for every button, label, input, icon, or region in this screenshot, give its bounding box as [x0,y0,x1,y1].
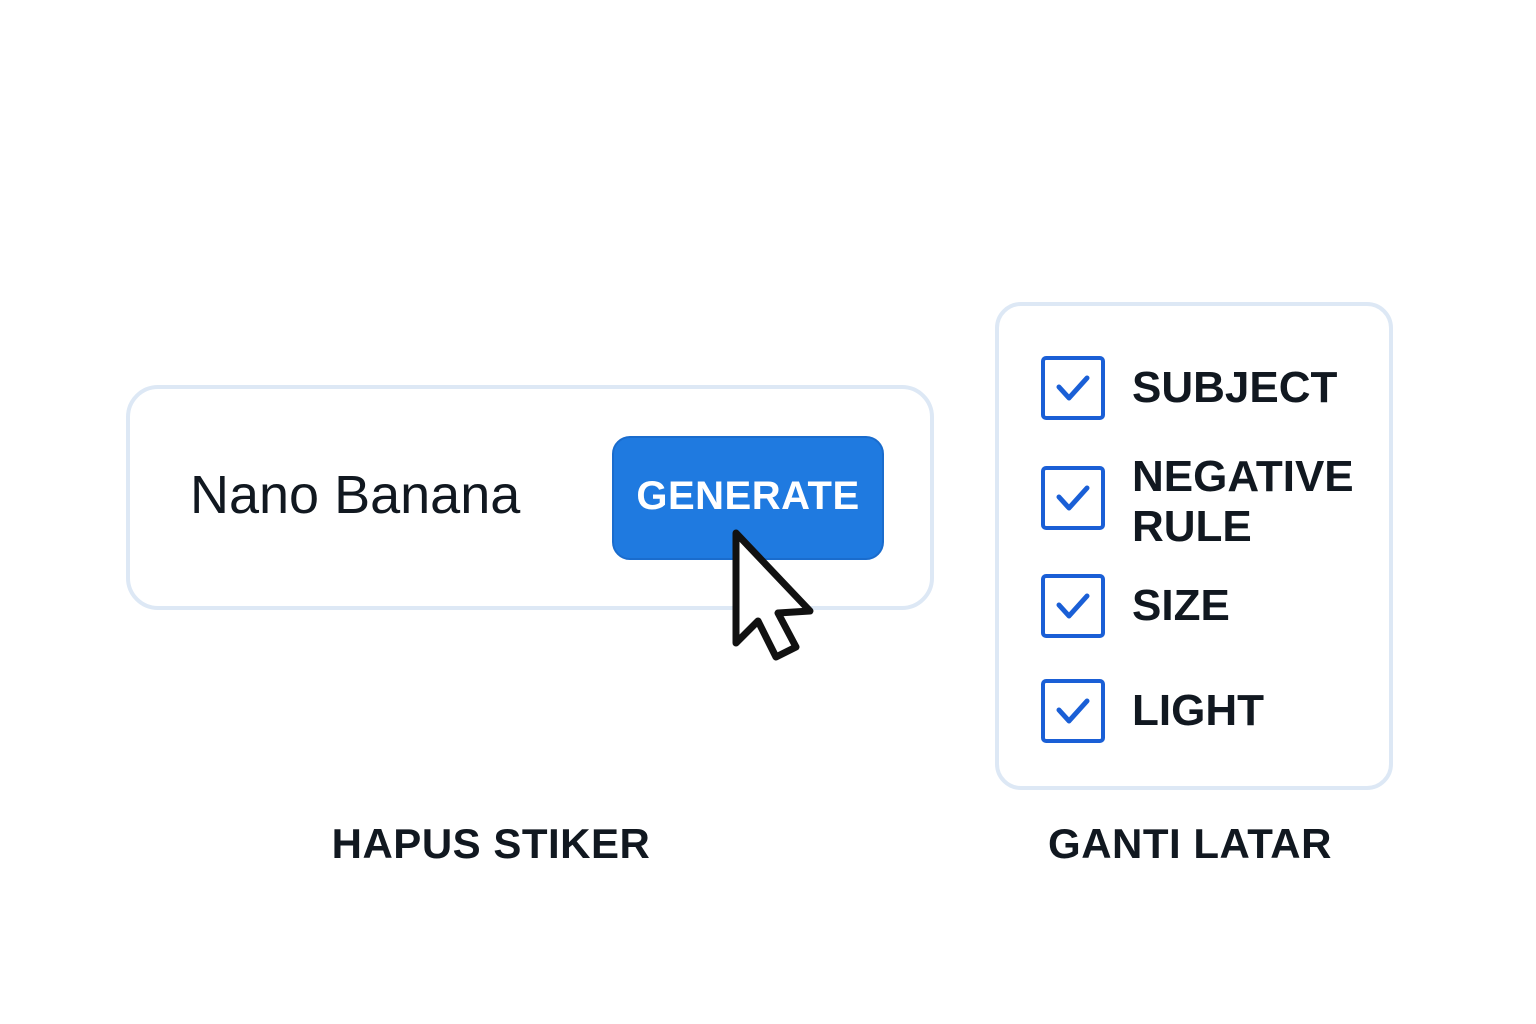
model-name: Nano Banana [190,465,521,525]
checkbox-checked-icon[interactable] [1041,679,1105,743]
options-card [995,302,1393,790]
prompt-card [126,385,934,610]
checkbox-checked-icon[interactable] [1041,466,1105,530]
checkbox-checked-icon[interactable] [1041,356,1105,420]
caption-ganti-latar: GANTI LATAR [1048,820,1332,867]
option-label: SIZE [1132,581,1230,630]
checkbox-checked-icon[interactable] [1041,574,1105,638]
option-negative-rule[interactable]: NEGATIVE RULE [1041,452,1354,551]
option-label: NEGATIVE RULE [1132,452,1354,551]
caption-hapus-stiker: HAPUS STIKER [331,820,651,867]
mouse-cursor-icon [732,529,814,661]
option-light[interactable]: LIGHT [1041,679,1264,743]
option-subject[interactable]: SUBJECT [1041,356,1337,420]
option-label: SUBJECT [1132,363,1338,412]
option-label: LIGHT [1132,686,1264,735]
option-size[interactable]: SIZE [1041,574,1230,638]
